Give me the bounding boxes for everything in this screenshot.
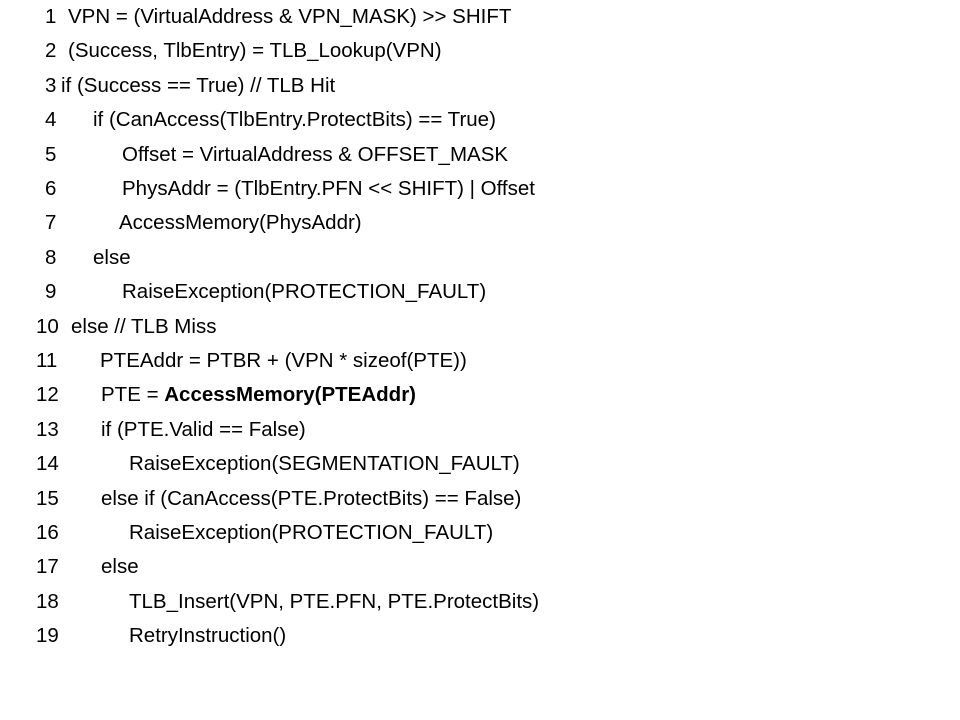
code-text-segment: else <box>93 245 131 269</box>
code-text-segment: RaiseException(PROTECTION_FAULT) <box>122 280 487 304</box>
code-line: 1 VPN = (VirtualAddress & VPN_MASK) >> SH… <box>0 0 960 34</box>
line-number: 14 <box>36 452 59 476</box>
code-line: 8 else <box>0 241 960 275</box>
code-line: 12 PTE = AccessMemory(PTEAddr) <box>0 378 960 412</box>
code-text-segment: if (PTE.Valid == False) <box>101 417 306 441</box>
code-text: else if (CanAccess(PTE.ProtectBits) == F… <box>101 482 521 516</box>
code-text: if (PTE.Valid == False) <box>101 413 306 447</box>
code-text: PhysAddr = (TlbEntry.PFN << SHIFT) | Off… <box>122 172 535 206</box>
line-number: 3 <box>45 73 57 97</box>
code-line: 13 if (PTE.Valid == False) <box>0 413 960 447</box>
line-number: 5 <box>45 142 57 166</box>
line-number: 1 <box>45 5 57 28</box>
code-line: 2 (Success, TlbEntry) = TLB_Lookup(VPN) <box>0 34 960 68</box>
code-text-segment: VPN = (VirtualAddress & VPN_MASK) >> SHI… <box>68 5 512 28</box>
line-number: 9 <box>45 280 57 304</box>
code-text: RaiseException(PROTECTION_FAULT) <box>122 275 486 309</box>
code-text-segment: Offset = VirtualAddress & OFFSET_MASK <box>122 142 509 166</box>
line-number: 4 <box>45 108 57 132</box>
code-text-segment: if (CanAccess(TlbEntry.ProtectBits) == T… <box>93 108 496 132</box>
code-text: PTEAddr = PTBR + (VPN * sizeof(PTE)) <box>100 344 467 378</box>
code-line: 11 PTEAddr = PTBR + (VPN * sizeof(PTE)) <box>0 344 960 378</box>
line-number: 13 <box>36 417 59 441</box>
code-text: VPN = (VirtualAddress & VPN_MASK) >> SHI… <box>68 0 511 34</box>
line-number: 11 <box>36 349 58 372</box>
code-text: (Success, TlbEntry) = TLB_Lookup(VPN) <box>68 34 442 68</box>
code-text: RaiseException(SEGMENTATION_FAULT) <box>129 447 520 481</box>
line-number: 12 <box>36 383 59 407</box>
code-line: 14 RaiseException(SEGMENTATION_FAULT) <box>0 447 960 481</box>
code-text-segment: (Success, TlbEntry) = TLB_Lookup(VPN) <box>68 39 442 63</box>
code-text-segment: TLB_Insert(VPN, PTE.PFN, PTE.ProtectBits… <box>129 589 540 613</box>
code-text-segment: RaiseException(SEGMENTATION_FAULT) <box>129 452 520 476</box>
code-line: 4 if (CanAccess(TlbEntry.ProtectBits) == … <box>0 103 960 137</box>
line-number: 8 <box>45 245 57 269</box>
code-text-segment: PhysAddr = (TlbEntry.PFN << SHIFT) | Off… <box>122 177 535 200</box>
code-text-segment: else if (CanAccess(PTE.ProtectBits) == F… <box>101 486 522 510</box>
code-text: Offset = VirtualAddress & OFFSET_MASK <box>122 138 508 172</box>
line-number: 7 <box>45 211 57 235</box>
line-number: 17 <box>36 555 59 579</box>
code-text: RetryInstruction() <box>129 619 286 653</box>
code-text-segment: if (Success == True) // TLB Hit <box>61 73 336 97</box>
line-number: 10 <box>36 314 59 338</box>
line-number: 19 <box>36 624 59 648</box>
code-line: 18 TLB_Insert(VPN, PTE.PFN, PTE.ProtectBi… <box>0 585 960 619</box>
code-text: else <box>101 550 139 584</box>
code-line: 7 AccessMemory(PhysAddr) <box>0 206 960 240</box>
code-line: 6 PhysAddr = (TlbEntry.PFN << SHIFT) | Of… <box>0 172 960 206</box>
code-text: PTE = AccessMemory(PTEAddr) <box>101 378 416 412</box>
code-text-segment: PTE = <box>101 383 165 407</box>
code-text: if (CanAccess(TlbEntry.ProtectBits) == T… <box>93 103 496 137</box>
code-line: 9 RaiseException(PROTECTION_FAULT) <box>0 275 960 309</box>
line-number: 16 <box>36 521 59 544</box>
code-text-segment: else // TLB Miss <box>71 314 217 338</box>
code-text-segment: else <box>101 555 139 579</box>
code-line: 17 else <box>0 550 960 584</box>
code-text-segment: AccessMemory(PhysAddr) <box>119 211 362 235</box>
code-line: 19 RetryInstruction() <box>0 619 960 653</box>
code-text-segment: RetryInstruction() <box>129 624 287 648</box>
code-text: else <box>93 241 131 275</box>
line-number: 2 <box>45 39 57 63</box>
code-text-emphasis: AccessMemory(PTEAddr) <box>164 383 416 407</box>
code-text: else // TLB Miss <box>71 310 216 344</box>
code-text-segment: RaiseException(PROTECTION_FAULT) <box>129 521 494 544</box>
code-line: 5 Offset = VirtualAddress & OFFSET_MASK <box>0 138 960 172</box>
code-text: RaiseException(PROTECTION_FAULT) <box>129 516 493 550</box>
line-number: 18 <box>36 589 59 613</box>
code-text: AccessMemory(PhysAddr) <box>119 206 362 240</box>
code-text-segment: PTEAddr = PTBR + (VPN * sizeof(PTE)) <box>100 349 467 372</box>
line-number: 6 <box>45 177 57 200</box>
line-number: 15 <box>36 486 59 510</box>
code-line: 16 RaiseException(PROTECTION_FAULT) <box>0 516 960 550</box>
code-line: 10 else // TLB Miss <box>0 310 960 344</box>
code-text: TLB_Insert(VPN, PTE.PFN, PTE.ProtectBits… <box>129 585 539 619</box>
code-text: if (Success == True) // TLB Hit <box>61 69 335 103</box>
code-line: 15 else if (CanAccess(PTE.ProtectBits) ==… <box>0 482 960 516</box>
